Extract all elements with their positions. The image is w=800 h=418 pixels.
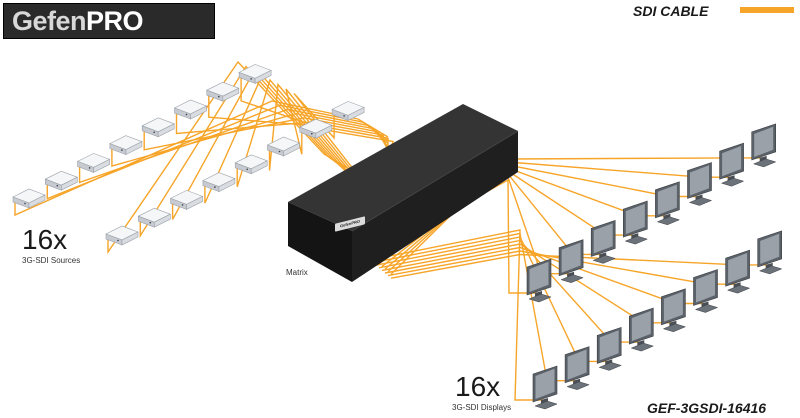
source-device-icon [238, 64, 272, 84]
source-device-icon [266, 136, 301, 157]
display-cable [378, 239, 640, 343]
matrix-label: Matrix [286, 268, 308, 277]
display-monitor-icon [596, 326, 622, 371]
model-number: GEF-3GSDI-16416 [647, 400, 767, 416]
source-devices [12, 64, 365, 246]
display-cable [372, 232, 576, 382]
display-cable [384, 246, 704, 305]
display-monitor-icon [751, 123, 777, 168]
display-monitor-icon [628, 307, 655, 352]
source-device-icon [44, 170, 79, 191]
display-monitor-icon [526, 258, 552, 303]
display-cable [369, 229, 543, 401]
display-monitor-icon [725, 249, 751, 294]
display-monitor-icon [564, 346, 590, 390]
legend-cable-swatch [740, 7, 794, 13]
displays-label: 3G-SDI Displays [452, 403, 512, 412]
legend-label: SDI CABLE [633, 3, 709, 19]
display-cable [390, 253, 768, 279]
source-device-icon [202, 172, 236, 193]
display-monitor-icon [590, 219, 616, 264]
source-device-icon [105, 225, 139, 246]
sources-count: 16x [22, 224, 68, 255]
matrix-switcher [288, 104, 519, 282]
source-device-icon [234, 154, 268, 175]
matrix-top [288, 104, 518, 231]
display-monitor-icon [687, 162, 713, 206]
display-monitor-icon [661, 288, 687, 333]
display-monitor-icon [655, 181, 681, 226]
source-device-icon [331, 101, 365, 121]
source-device-icon [173, 99, 208, 120]
source-device-icon [109, 135, 143, 156]
display-cable [381, 243, 672, 324]
source-device-icon [206, 81, 240, 102]
source-device-icon [299, 118, 333, 139]
matrix-right-face [352, 131, 518, 282]
display-monitors [526, 123, 783, 410]
logo-text-pro: PRO [86, 5, 144, 36]
source-device-icon [169, 190, 204, 210]
display-monitor-icon [622, 200, 649, 245]
source-cable [143, 117, 389, 151]
display-monitor-icon [757, 230, 783, 275]
display-monitor-icon [693, 269, 719, 313]
source-device-icon [141, 117, 175, 138]
matrix-switcher-icon [288, 104, 519, 282]
display-cable [387, 250, 736, 285]
source-device-icon [76, 153, 111, 173]
displays-count: 16x [455, 371, 501, 402]
sources-label: 3G-SDI Sources [22, 256, 81, 265]
source-device-icon [137, 207, 172, 228]
display-monitor-icon [558, 239, 584, 283]
display-cable [375, 236, 608, 363]
source-device-icon [12, 188, 46, 209]
logo-text-gefen: Gefen [12, 5, 87, 36]
display-monitor-icon [532, 365, 558, 410]
display-monitor-icon [719, 142, 745, 187]
matrix-left-face [288, 202, 352, 282]
